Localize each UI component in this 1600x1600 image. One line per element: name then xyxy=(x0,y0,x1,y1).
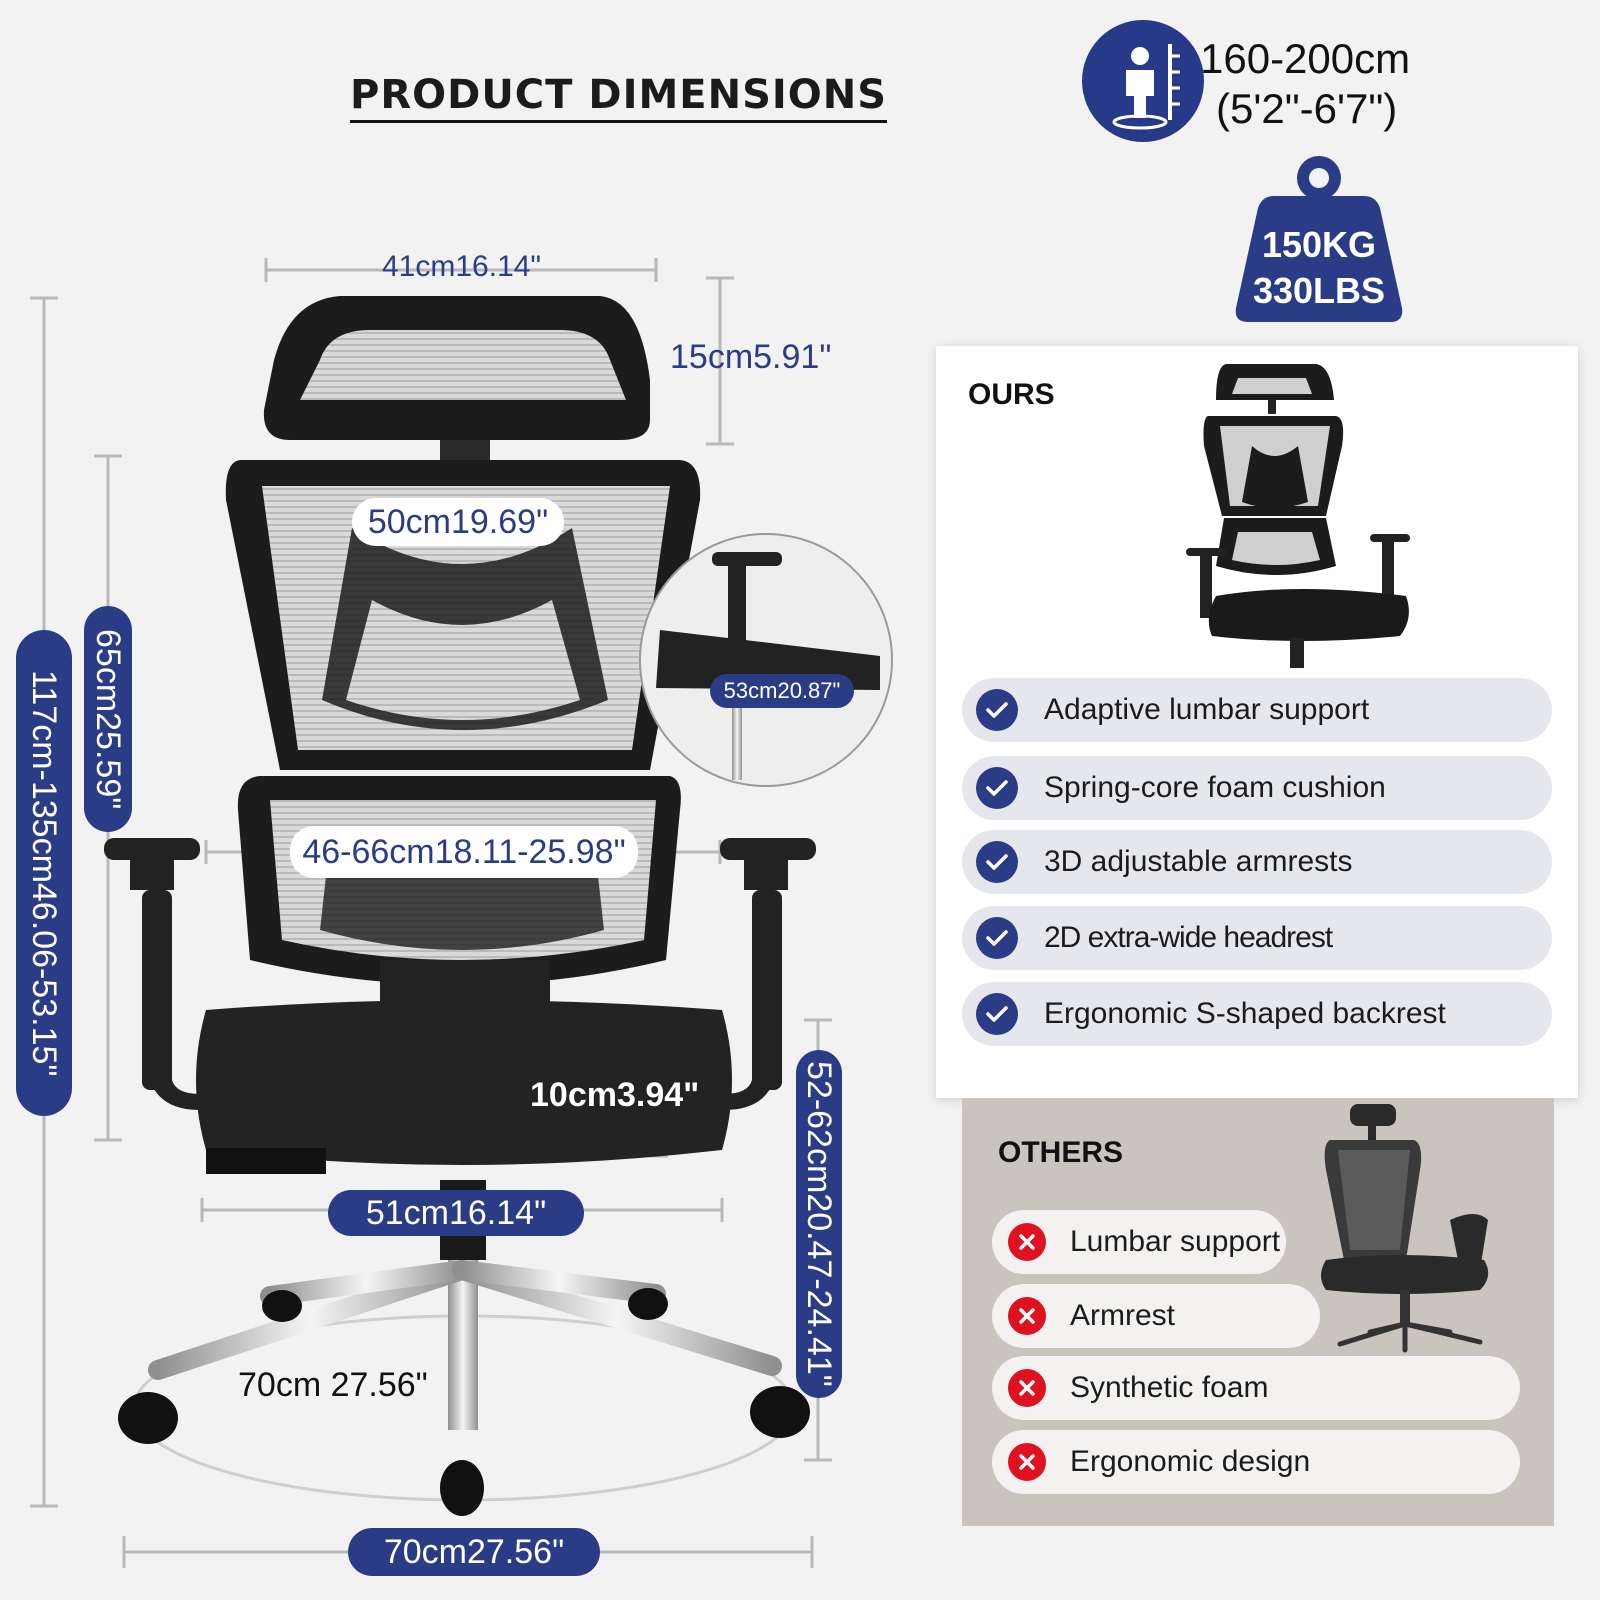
check-icon xyxy=(976,841,1018,883)
cross-icon xyxy=(1008,1443,1046,1481)
ours-feature-item: Spring-core foam cushion xyxy=(962,756,1552,820)
headrest-height-label: 15cm5.91" xyxy=(670,338,832,376)
total-height-label: 117cm-135cm46.06-53.15" xyxy=(16,630,72,1116)
cross-icon xyxy=(1008,1223,1046,1261)
max-load-metric: 150KG xyxy=(1261,224,1377,265)
check-icon xyxy=(976,767,1018,809)
feature-label: Ergonomic design xyxy=(1070,1445,1311,1478)
feature-label: 3D adjustable armrests xyxy=(1044,845,1353,878)
feature-label: Ergonomic S-shaped backrest xyxy=(1044,997,1446,1030)
seat-width-label: 51cm16.14" xyxy=(328,1190,584,1236)
ours-feature-item: Adaptive lumbar support xyxy=(962,678,1552,742)
ours-feature-item: 2D extra-wide headrest xyxy=(962,906,1552,970)
chair-illustration xyxy=(30,258,893,1568)
max-load: 150KG 330LBS xyxy=(1234,222,1404,314)
check-icon xyxy=(976,917,1018,959)
headrest-width-label: 41cm16.14" xyxy=(382,250,542,283)
feature-label: Armrest xyxy=(1070,1299,1175,1332)
overall-width-label: 70cm27.56" xyxy=(348,1528,600,1576)
seat-depth-label: 53cm20.87" xyxy=(710,674,854,708)
back-height-label: 65cm25.59" xyxy=(84,606,132,832)
page-title: PRODUCT DIMENSIONS xyxy=(350,72,888,123)
check-icon xyxy=(976,689,1018,731)
cross-icon xyxy=(1008,1369,1046,1407)
ours-feature-item: Ergonomic S-shaped backrest xyxy=(962,982,1552,1046)
feature-label: Synthetic foam xyxy=(1070,1371,1269,1404)
base-diameter-label: 70cm 27.56" xyxy=(238,1366,428,1404)
seat-thickness-label: 10cm3.94" xyxy=(530,1076,700,1114)
height-metric: 160-200cm xyxy=(1200,35,1411,82)
back-width-label: 50cm19.69" xyxy=(352,498,564,546)
others-chair-image xyxy=(1321,1104,1489,1353)
others-feature-item: Synthetic foam xyxy=(992,1356,1520,1420)
feature-label: Lumbar support xyxy=(1070,1225,1281,1258)
check-icon xyxy=(976,993,1018,1035)
weight-icon xyxy=(1235,156,1403,322)
ours-feature-item: 3D adjustable armrests xyxy=(962,830,1552,894)
user-height-range: 160-200cm (5'2"-6'7") xyxy=(1200,34,1410,134)
ours-chair-image xyxy=(1186,364,1410,668)
seat-height-label: 52-62cm20.47-24.41" xyxy=(796,1050,842,1398)
others-heading: OTHERS xyxy=(998,1136,1124,1169)
feature-label: Spring-core foam cushion xyxy=(1044,771,1386,804)
cross-icon xyxy=(1008,1297,1046,1335)
ours-heading: OURS xyxy=(968,378,1055,411)
person-height-icon xyxy=(1082,20,1204,142)
feature-label: 2D extra-wide headrest xyxy=(1044,921,1333,954)
others-feature-item: Armrest xyxy=(992,1284,1320,1348)
armrest-width-label: 46-66cm18.11-25.98" xyxy=(290,826,638,878)
feature-label: Adaptive lumbar support xyxy=(1044,693,1370,726)
others-feature-item: Lumbar support xyxy=(992,1210,1286,1274)
height-imperial: (5'2"-6'7") xyxy=(1216,85,1398,132)
others-feature-item: Ergonomic design xyxy=(992,1430,1520,1494)
max-load-imperial: 330LBS xyxy=(1252,270,1386,311)
